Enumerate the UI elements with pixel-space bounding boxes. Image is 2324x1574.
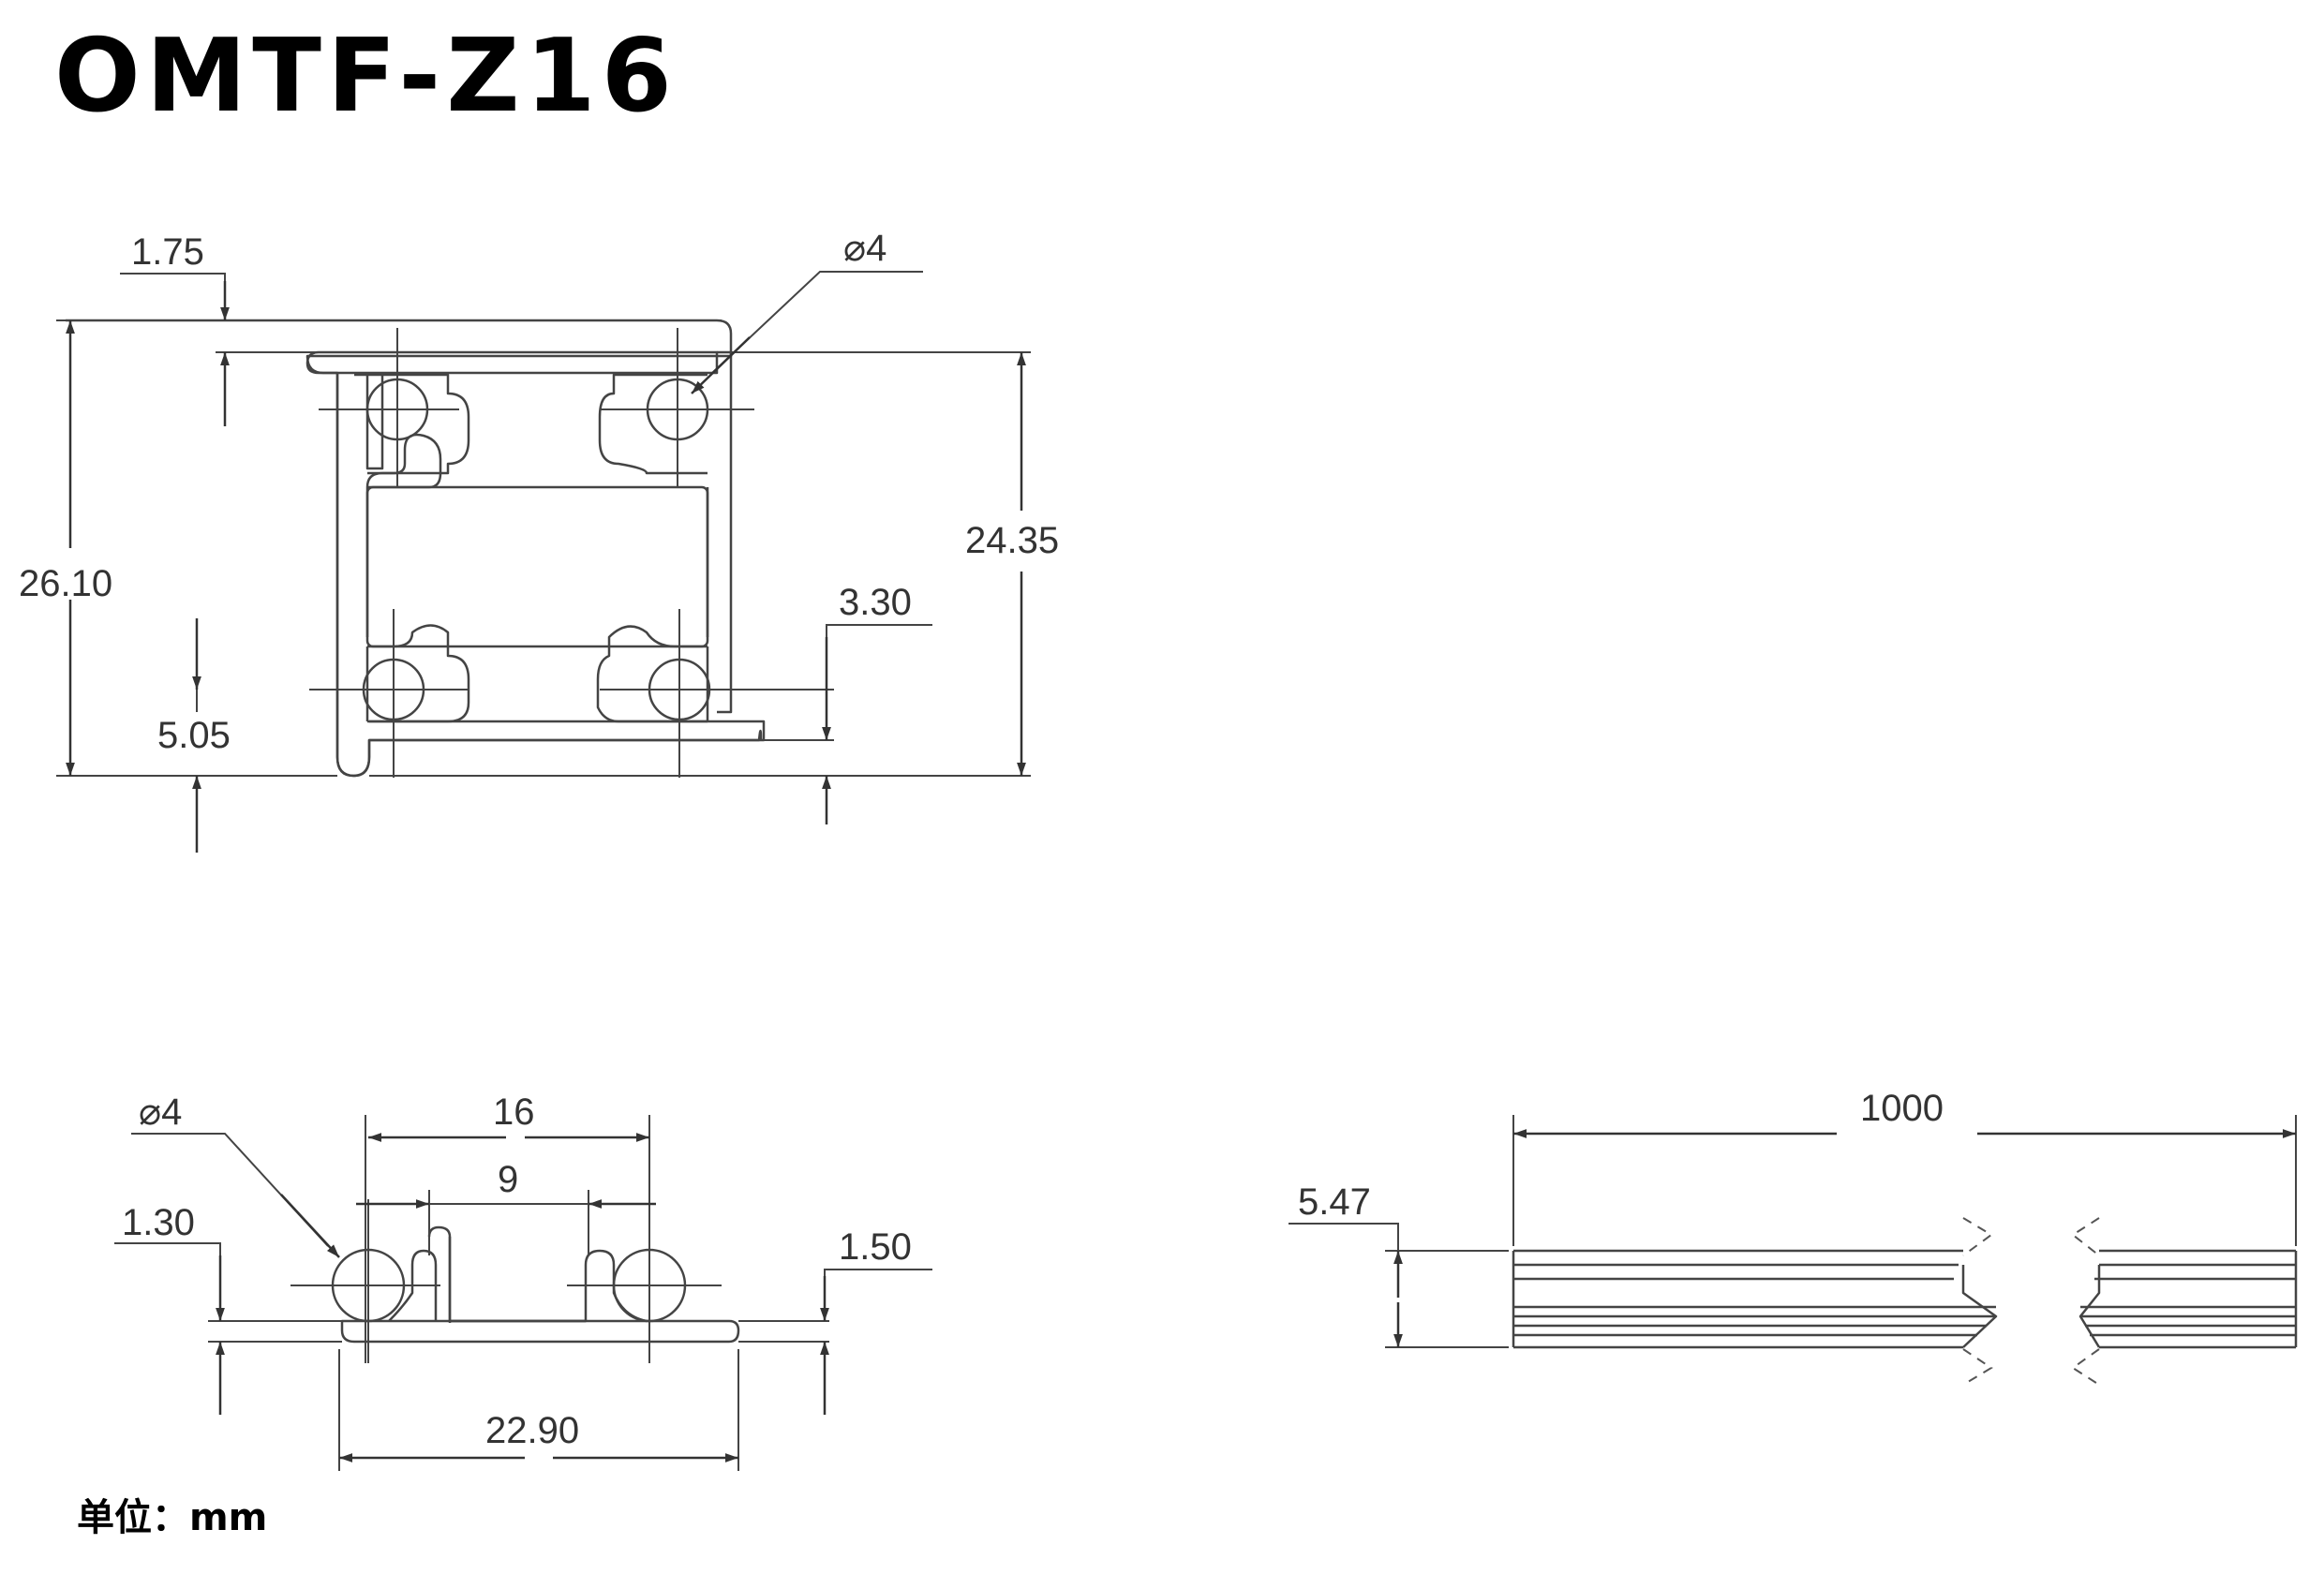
top-view-centerlines <box>309 328 834 778</box>
dim-bottom-hole-dia: ⌀4 <box>131 1091 340 1258</box>
dim-thickness: 5.47 <box>1289 1181 1509 1348</box>
bottom-view-centerlines <box>290 1199 722 1363</box>
dim-hole-spacing-label: 16 <box>493 1091 535 1133</box>
dim-left-thickness: 1.30 <box>114 1202 225 1415</box>
side-view: 1000 5.47 <box>1289 1088 2298 1386</box>
dim-thickness-label: 5.47 <box>1298 1181 1371 1223</box>
dim-bottom-offset-label: 5.05 <box>157 715 231 756</box>
dim-slot-width: 9 <box>356 1159 656 1209</box>
dim-right-offset-label: 3.30 <box>839 582 912 623</box>
dim-length-label: 1000 <box>1860 1088 1944 1129</box>
dim-right-offset: 3.30 <box>822 582 932 824</box>
top-view-profile <box>66 319 766 778</box>
top-view: 1.75 ⌀4 26.10 24.35 3.30 <box>19 228 1059 853</box>
units-label: 单位：mm <box>77 1496 268 1539</box>
page-title: OMTF-Z16 <box>54 18 678 135</box>
dim-total-width: 22.90 <box>339 1410 738 1463</box>
dim-slot-width-label: 9 <box>498 1159 518 1200</box>
dim-bottom-hole-dia-label: ⌀4 <box>139 1091 182 1133</box>
bottom-view-profile <box>340 1225 740 1344</box>
dim-top-hole-dia: ⌀4 <box>691 228 923 394</box>
side-view-left-segment <box>1512 1217 1998 1386</box>
dim-hole-spacing: 16 <box>368 1091 649 1142</box>
dim-left-thickness-label: 1.30 <box>122 1202 195 1243</box>
dim-total-height: 26.10 <box>19 320 112 776</box>
dim-total-height-label: 26.10 <box>19 563 112 604</box>
bottom-view-extension-lines <box>208 1115 829 1471</box>
dim-bottom-offset: 5.05 <box>157 618 231 853</box>
dim-right-thickness: 1.50 <box>820 1226 932 1415</box>
dim-total-width-label: 22.90 <box>485 1410 579 1451</box>
dim-right-thickness-label: 1.50 <box>839 1226 912 1268</box>
dim-inner-height: 24.35 <box>965 352 1059 776</box>
dim-top-offset-label: 1.75 <box>131 231 204 273</box>
top-view-extension-lines <box>56 319 1031 777</box>
bottom-view: 16 9 ⌀4 1.30 1.50 <box>114 1091 932 1471</box>
dim-inner-height-label: 24.35 <box>965 520 1059 561</box>
dim-top-hole-dia-label: ⌀4 <box>843 228 886 269</box>
dim-top-offset: 1.75 <box>120 231 230 426</box>
dim-length: 1000 <box>1512 1088 2297 1246</box>
side-view-right-segment <box>2071 1217 2298 1386</box>
